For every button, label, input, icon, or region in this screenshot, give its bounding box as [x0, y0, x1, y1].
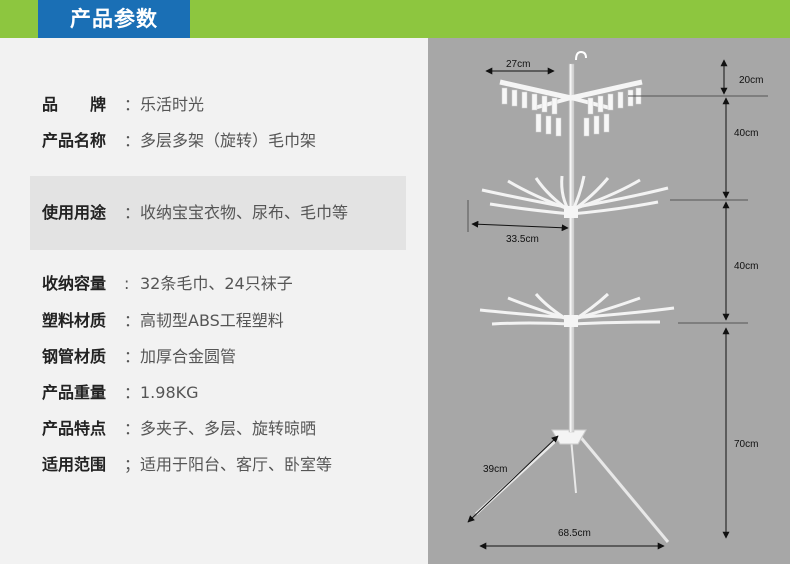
spec-label: 适用范围: [42, 455, 107, 474]
spec-value: 收纳宝宝衣物、尿布、毛巾等: [140, 203, 349, 222]
towel-rack-diagram: 27cm 20cm 40cm 40cm 33.5cm 70cm 39cm 68.…: [467, 50, 768, 550]
spec-row-scope: 适用范围 ；适用于阳台、客厅、卧室等: [42, 453, 332, 477]
label-base-width: 68.5cm: [558, 528, 591, 539]
spec-value: 多层多架（旋转）毛巾架: [140, 131, 317, 150]
product-image-panel: 27cm 20cm 40cm 40cm 33.5cm 70cm 39cm 68.…: [428, 38, 790, 564]
spec-separator: ：: [124, 347, 141, 366]
spec-separator: ：: [124, 419, 141, 438]
spec-label: 塑料材质: [42, 311, 107, 330]
label-clip-height: 20cm: [739, 75, 763, 86]
tripod-legs: [474, 432, 670, 543]
spec-row-weight: 产品重量 ：1.98KG: [42, 381, 199, 405]
spec-value: 1.98KG: [140, 383, 199, 402]
spec-value: 适用于阳台、客厅、卧室等: [140, 455, 333, 474]
dim-tier-width: [471, 220, 569, 232]
tier-2-hub: [564, 315, 578, 327]
spec-label: 收纳容量: [42, 274, 107, 293]
spec-label: 产品特点: [42, 419, 107, 438]
spec-row-usage: 使用用途 ：收纳宝宝衣物、尿布、毛巾等: [42, 201, 348, 225]
spec-row-plastic: 塑料材质 ：高韧型ABS工程塑料: [42, 309, 284, 333]
spec-row-capacity: 收纳容量:32条毛巾、24只袜子: [42, 272, 293, 296]
tier-1-hub: [564, 206, 578, 218]
spec-row-name: 产品名称 ：多层多架（旋转）毛巾架: [42, 129, 316, 153]
dim-leg-length: [467, 435, 559, 523]
spec-label: 使用用途: [42, 203, 107, 222]
spec-value: 加厚合金圆管: [140, 347, 237, 366]
label-leg-length: 39cm: [483, 464, 507, 475]
spec-label: 产品名称: [42, 131, 107, 150]
spec-separator: ：: [124, 95, 141, 114]
label-base-height: 70cm: [734, 439, 758, 450]
clip-hanger: [499, 50, 643, 137]
label-tier1-height: 40cm: [734, 128, 758, 139]
label-tier2-height: 40cm: [734, 261, 758, 272]
spec-separator: ；: [124, 455, 141, 474]
spec-label: 产品重量: [42, 383, 107, 402]
spec-row-features: 产品特点 ：多夹子、多层、旋转晾晒: [42, 417, 316, 441]
spec-separator: ：: [124, 131, 141, 150]
label-clip-width: 27cm: [506, 59, 530, 70]
spec-row-brand: 品 牌 ：乐活时光: [42, 93, 204, 117]
spec-panel: [0, 38, 428, 564]
spec-value: 32条毛巾、24只袜子: [140, 274, 293, 293]
spec-separator: ：: [124, 311, 141, 330]
label-tier-width: 33.5cm: [506, 234, 539, 245]
spec-value: 乐活时光: [140, 95, 205, 114]
spec-label: 钢管材质: [42, 347, 107, 366]
pole-highlight: [570, 64, 572, 432]
spec-separator: ：: [124, 383, 141, 402]
page-title: 产品参数: [38, 0, 190, 38]
spec-highlight: [30, 176, 406, 250]
spec-separator: ：: [124, 203, 141, 222]
spec-separator: :: [124, 274, 130, 293]
spec-row-steel: 钢管材质 ：加厚合金圆管: [42, 345, 236, 369]
spec-value: 高韧型ABS工程塑料: [140, 311, 284, 330]
spec-value: 多夹子、多层、旋转晾晒: [140, 419, 317, 438]
spec-label: 品 牌: [42, 95, 107, 114]
